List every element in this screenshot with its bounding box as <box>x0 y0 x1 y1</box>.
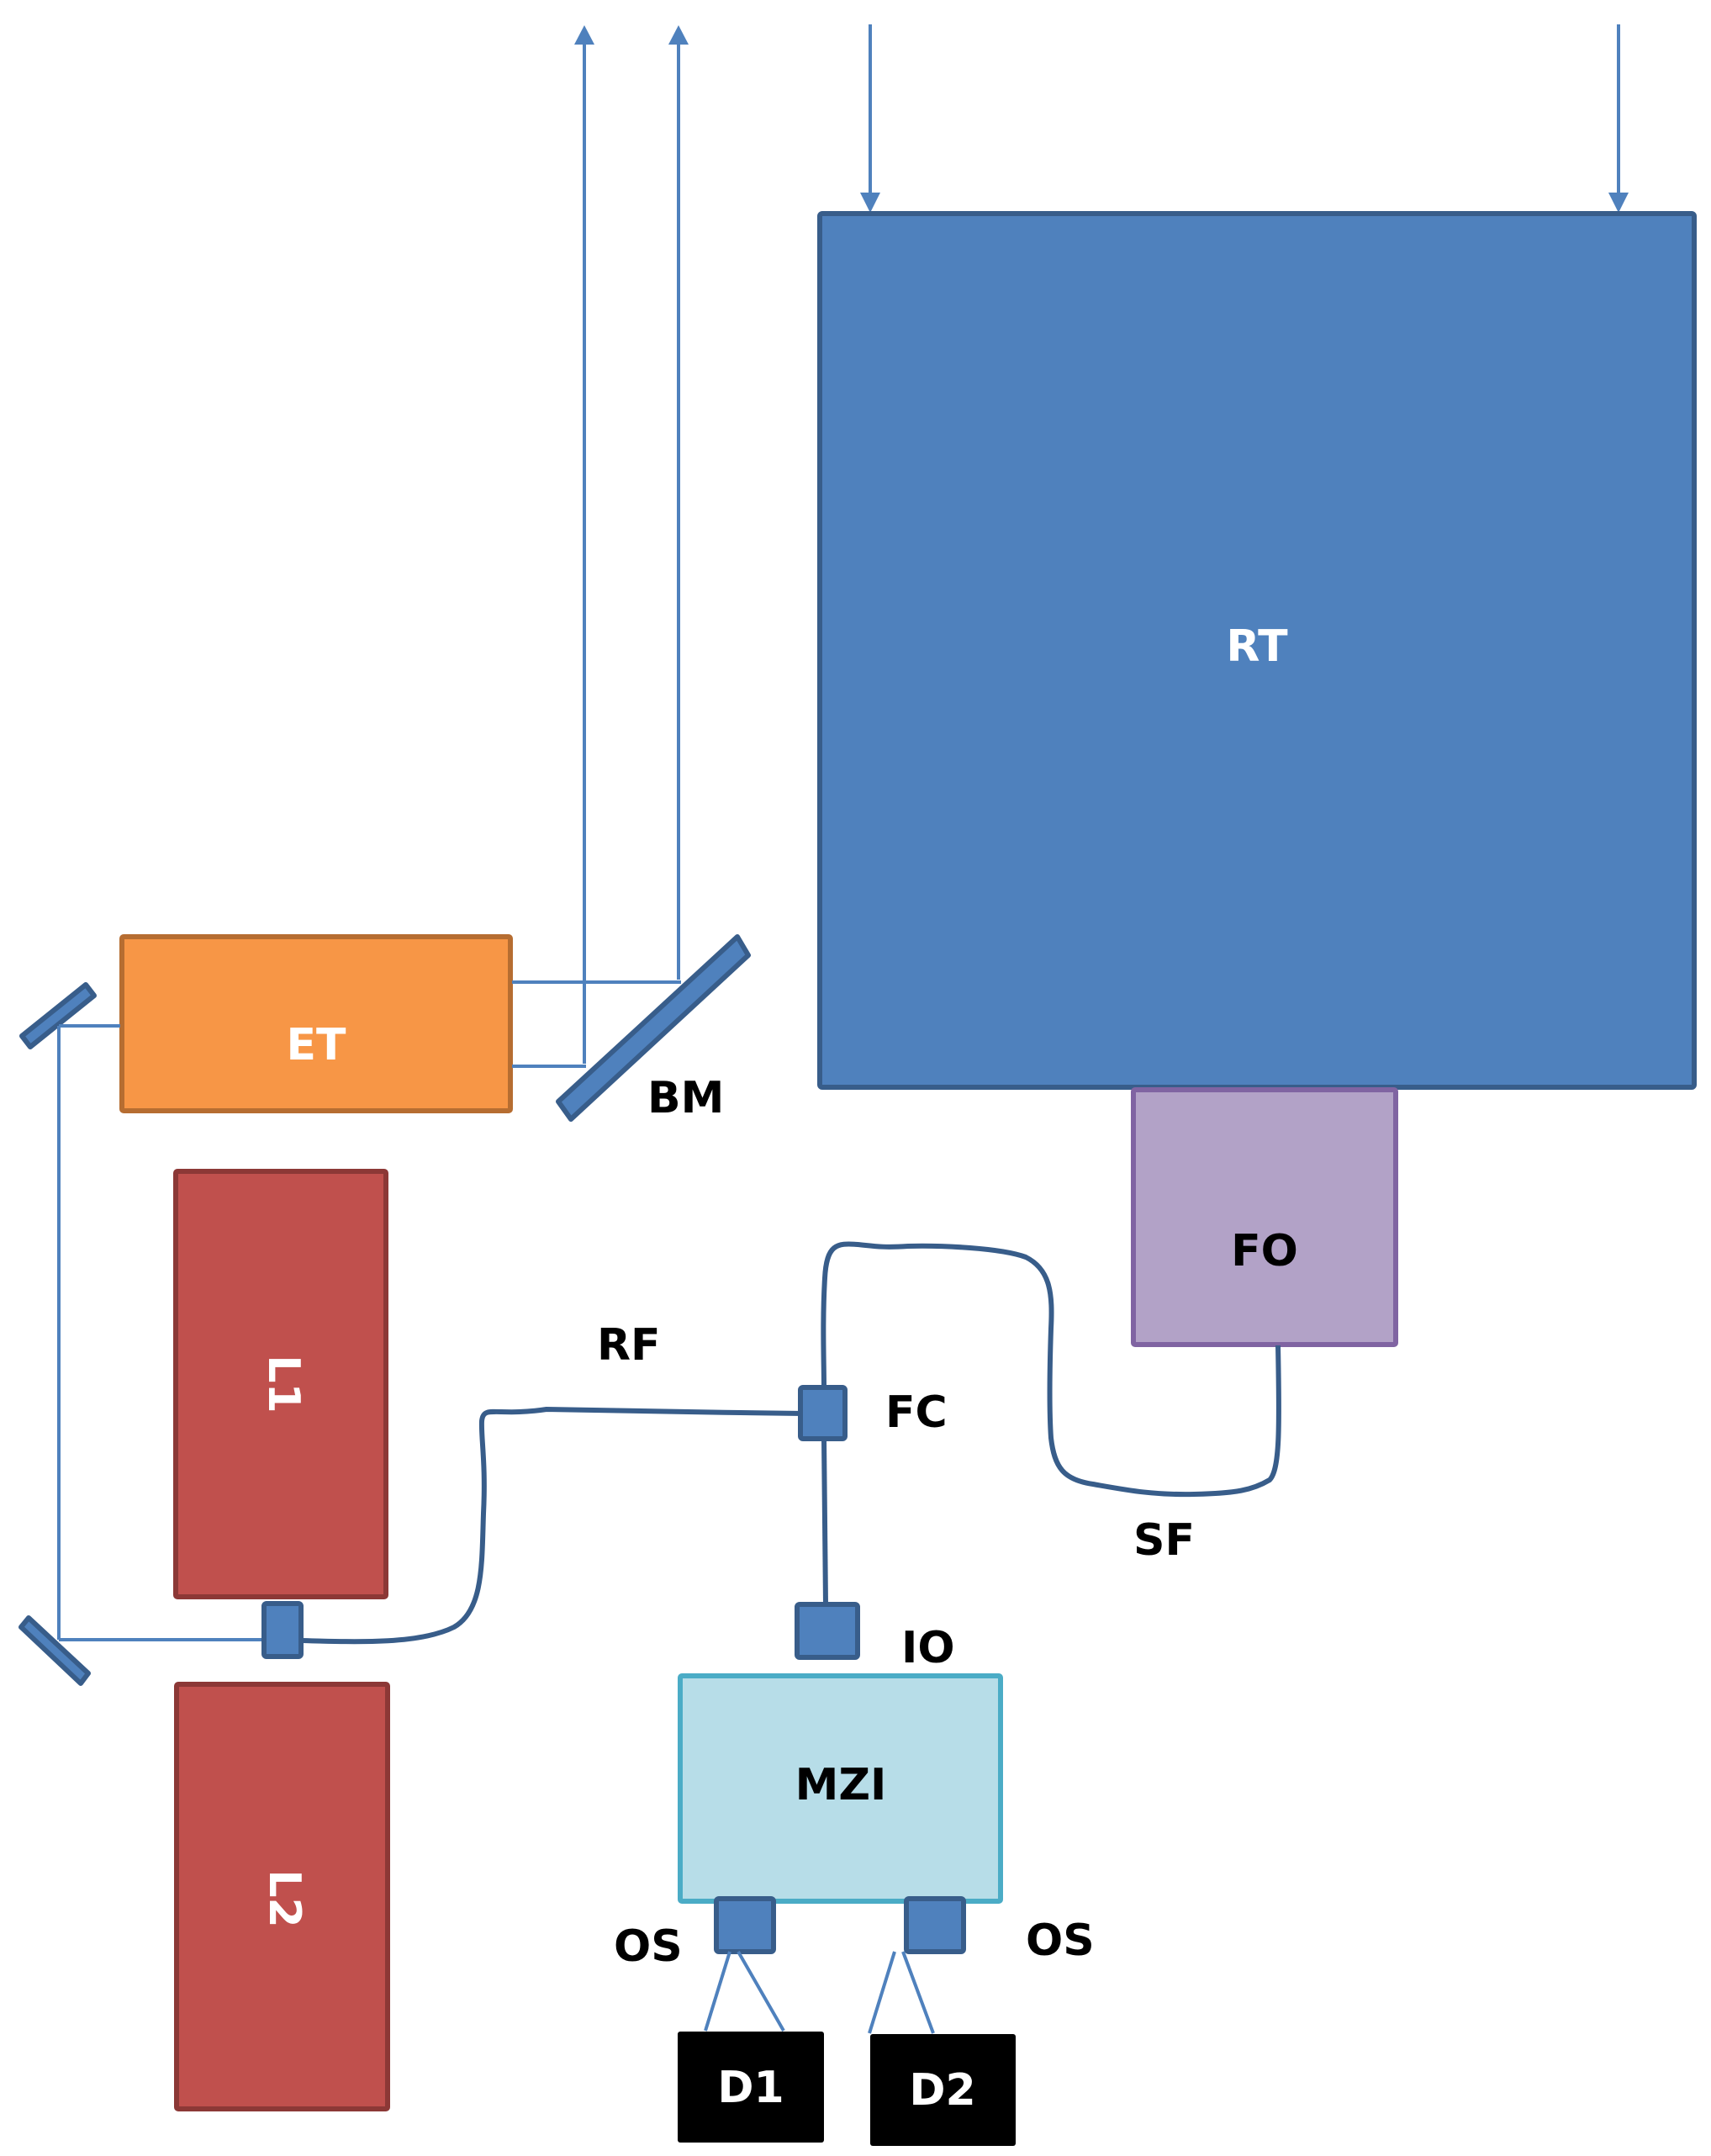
io-port[interactable] <box>795 1602 860 1660</box>
l1-laser[interactable]: L1 <box>173 1169 388 1599</box>
outgoing-beam-left <box>574 25 594 1064</box>
sf-fiber <box>821 1241 1281 1498</box>
l2-laser[interactable]: L2 <box>174 1682 390 2111</box>
bm-mirror[interactable] <box>556 934 751 1122</box>
os-left-label: OS <box>614 1921 683 1972</box>
d1-label: D1 <box>717 2063 784 2113</box>
mzi-box[interactable]: MZI <box>678 1673 1003 1904</box>
mirror-bottom-left[interactable] <box>18 1615 91 1686</box>
laser-coupler[interactable] <box>261 1601 304 1659</box>
arrow-up-icon <box>574 25 594 45</box>
l2-label: L2 <box>259 1869 309 1927</box>
io-label: IO <box>901 1623 955 1673</box>
d2-detector[interactable]: D2 <box>870 2034 1016 2146</box>
d2-wires <box>868 1951 935 2034</box>
d1-wires <box>704 1951 785 2032</box>
et-box[interactable]: ET <box>119 934 513 1113</box>
rf-fiber <box>300 1406 805 1645</box>
mzi-label: MZI <box>795 1760 887 1810</box>
fo-label: FO <box>1231 1226 1298 1276</box>
d1-detector[interactable]: D1 <box>678 2032 824 2143</box>
et-label: ET <box>287 1020 347 1070</box>
outgoing-beam-right <box>668 25 689 980</box>
sf-label: SF <box>1133 1515 1195 1566</box>
mirror-top-left[interactable] <box>19 982 97 1049</box>
fc-to-io-fiber <box>821 1438 828 1605</box>
rf-label: RF <box>597 1320 661 1371</box>
arrow-down-icon <box>860 193 880 213</box>
d2-label: D2 <box>909 2065 975 2116</box>
incoming-beam-left <box>860 24 880 213</box>
incoming-beam-right <box>1608 24 1629 213</box>
rt-box[interactable]: RT <box>817 211 1697 1090</box>
os-right-port[interactable] <box>904 1896 966 1954</box>
os-left-port[interactable] <box>714 1896 776 1954</box>
arrow-up-icon <box>668 25 689 45</box>
fc-coupler[interactable] <box>798 1385 848 1441</box>
bm-label: BM <box>647 1073 724 1123</box>
l1-label: L1 <box>258 1355 309 1413</box>
arrow-down-icon <box>1608 193 1629 213</box>
rt-label: RT <box>1226 621 1288 672</box>
fc-label: FC <box>885 1387 948 1438</box>
fo-box[interactable]: FO <box>1131 1087 1398 1347</box>
os-right-label: OS <box>1026 1916 1095 1966</box>
